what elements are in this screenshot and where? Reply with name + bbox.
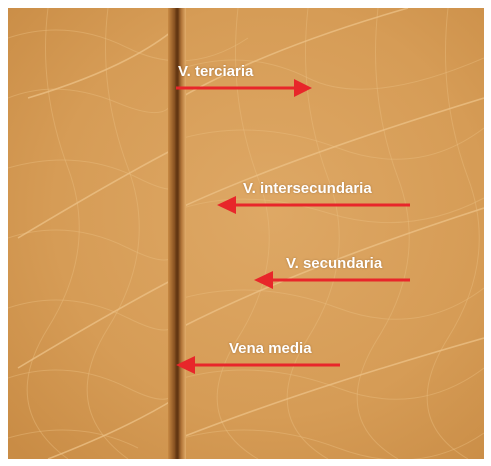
label-secondary-vein: V. secundaria xyxy=(286,255,383,272)
arrow-tertiary-head xyxy=(294,79,312,97)
label-tertiary-vein: V. terciaria xyxy=(178,63,254,80)
leaf-photo xyxy=(8,8,484,459)
label-intersecondary-vein: V. intersecundaria xyxy=(243,180,372,197)
leaf-surface xyxy=(8,8,484,459)
arrow-secondary-head xyxy=(254,271,273,289)
label-midrib: Vena media xyxy=(229,340,312,357)
arrow-intersecondary-head xyxy=(217,196,236,214)
tertiary-vein-mesh xyxy=(8,8,484,459)
arrow-midrib-head xyxy=(176,356,195,374)
secondary-veins xyxy=(17,8,484,459)
